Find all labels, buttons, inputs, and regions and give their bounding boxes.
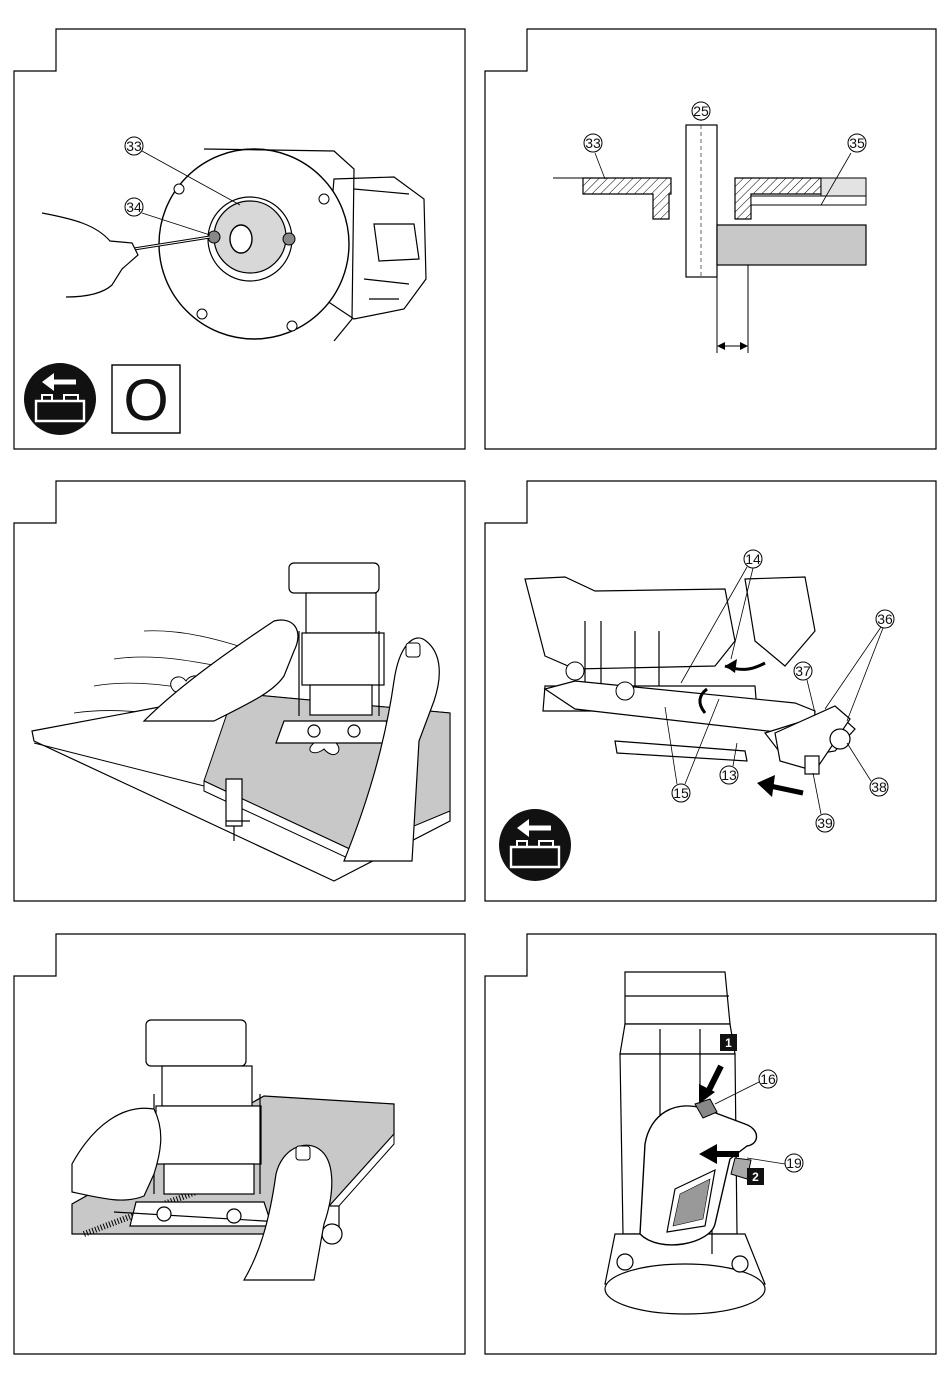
callout-35: 35 (849, 135, 865, 151)
callout-14: 14 (745, 551, 761, 567)
callout-19: 19 (786, 1155, 802, 1171)
callout-37: 37 (795, 663, 811, 679)
figure-panel-2: 25 33 35 (485, 29, 936, 449)
battery-removed-icon (499, 809, 571, 881)
figure-panel-3 (14, 481, 465, 901)
hand (42, 213, 138, 297)
callout-36: 36 (877, 611, 893, 627)
figure-3-drawing (14, 481, 465, 901)
callout-39: 39 (817, 815, 833, 831)
callout-38: 38 (871, 779, 887, 795)
callout-16: 16 (760, 1071, 776, 1087)
figure-panel-5 (14, 934, 465, 1354)
callout-33: 33 (585, 135, 601, 151)
left-hand (72, 1108, 161, 1200)
figure-6-drawing: 1 2 16 19 (485, 934, 936, 1354)
callout-25: 25 (693, 103, 709, 119)
figure-5-drawing (14, 934, 465, 1354)
figure-1-drawing: 33 34 O (14, 29, 465, 449)
callout-15: 15 (673, 785, 689, 801)
callout-13: 13 (721, 767, 737, 783)
mode-letter: O (123, 368, 168, 433)
router-bit (686, 125, 717, 277)
figure-panel-4: 14 15 13 36 37 38 39 (485, 481, 936, 901)
callout-34: 34 (126, 199, 142, 215)
templet-guide-section-left (583, 178, 671, 219)
figure-2-drawing: 25 33 35 (485, 29, 936, 449)
battery-removed-icon (24, 363, 96, 435)
callout-33: 33 (126, 138, 142, 154)
step-2: 2 (752, 1170, 759, 1184)
step-1: 1 (725, 1036, 732, 1050)
figure-panel-1: 33 34 O (14, 29, 465, 449)
workpiece (717, 225, 866, 265)
figure-4-drawing: 14 15 13 36 37 38 39 (485, 481, 936, 901)
figure-panel-6: 1 2 16 19 (485, 934, 936, 1354)
